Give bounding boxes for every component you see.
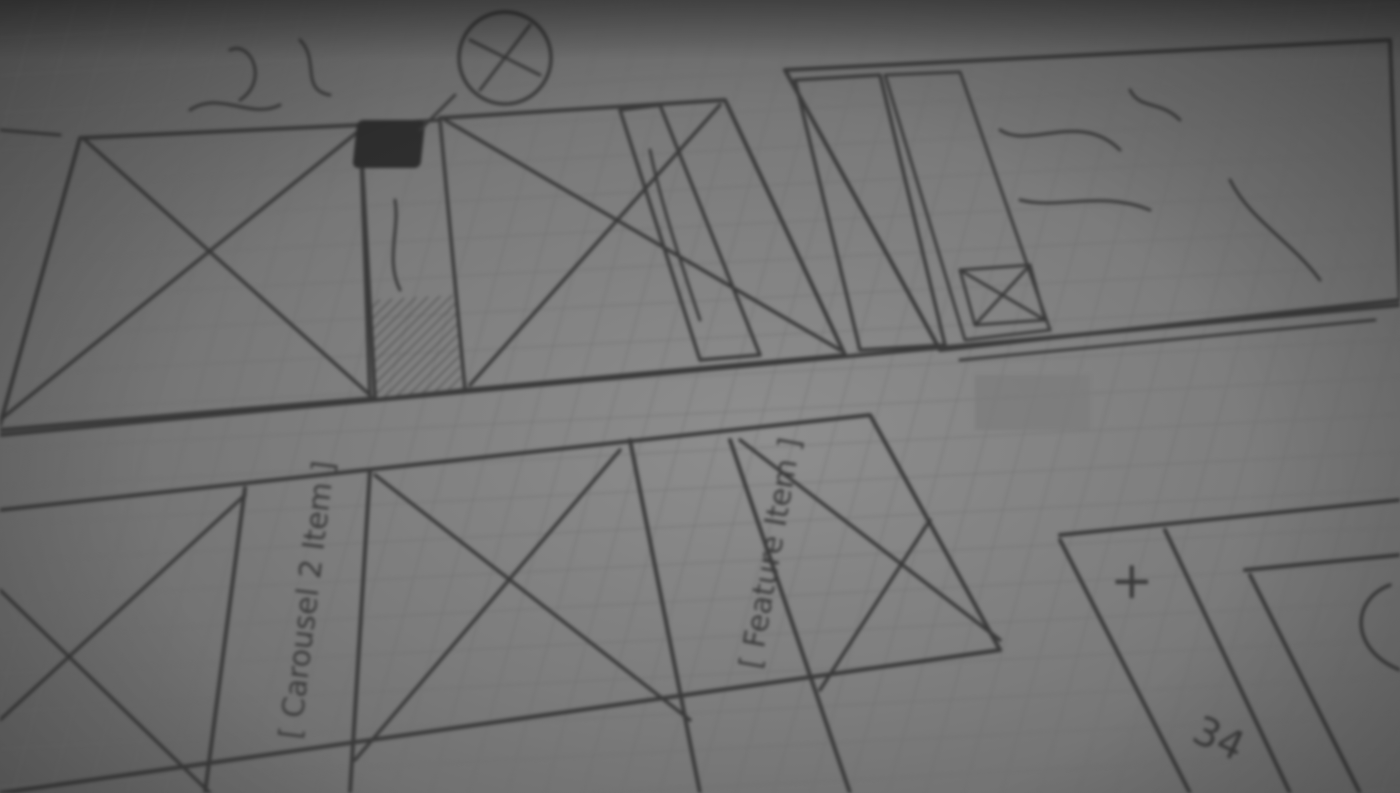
sketch-circle-doodle [188, 10, 553, 132]
shaded-square [975, 375, 1090, 430]
sketch-panel-top-right [783, 38, 1400, 362]
plus-symbol-text: + [1110, 551, 1154, 611]
